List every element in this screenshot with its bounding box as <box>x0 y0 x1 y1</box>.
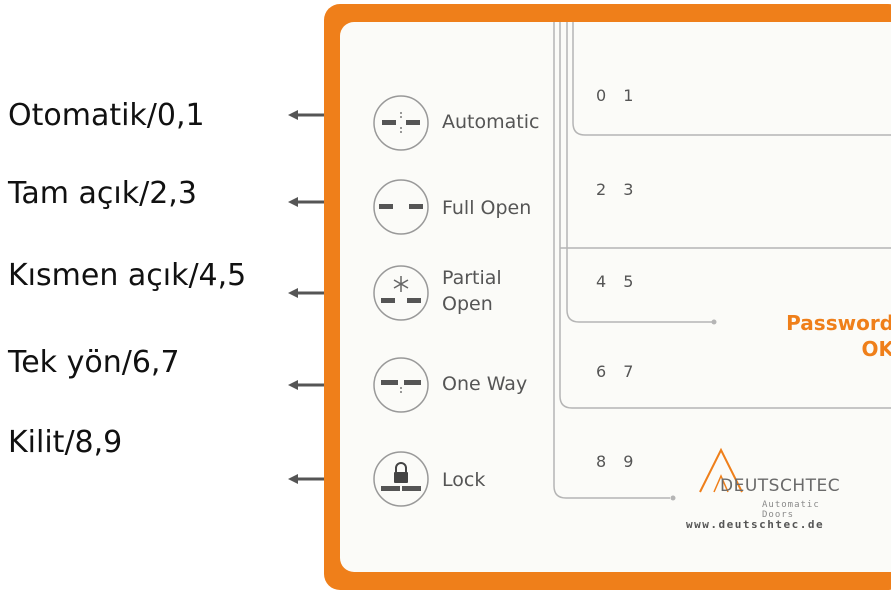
ok-text: OK <box>861 337 891 361</box>
digits-6-7: 6 7 <box>596 362 640 381</box>
panel-face: Automatic Full Open Partial <box>340 22 891 572</box>
password-ok-label: Password OK <box>786 310 891 362</box>
one-way-mode-icon <box>373 357 429 413</box>
partial-open-mode-icon <box>373 265 429 321</box>
brand-name: DEUTSCHTEC <box>720 476 841 496</box>
lock-mode-icon <box>373 451 429 507</box>
mode-label-automatic: Automatic <box>442 111 540 133</box>
deutschtec-triangle-logo-icon <box>699 447 743 493</box>
legend-label-full-open: Tam açık/2,3 <box>8 176 197 211</box>
digits-8-9: 8 9 <box>596 452 640 471</box>
mode-selector-panel: Automatic Full Open Partial <box>324 4 891 590</box>
brand-logo: DEUTSCHTEC Automatic Doors www.deutschte… <box>686 446 856 542</box>
full-open-mode-icon <box>373 179 429 235</box>
mode-label-partial-line1: Partial <box>442 267 502 289</box>
automatic-mode-icon <box>373 95 429 151</box>
digits-2-3: 2 3 <box>596 180 640 199</box>
mode-label-one-way: One Way <box>442 373 528 395</box>
mode-label-lock: Lock <box>442 469 486 491</box>
legend-label-lock: Kilit/8,9 <box>8 425 123 460</box>
digits-0-1: 0 1 <box>596 86 640 105</box>
brand-url: www.deutschtec.de <box>686 518 825 531</box>
legend-label-partial-open: Kısmen açık/4,5 <box>8 258 247 293</box>
mode-label-partial-line2: Open <box>442 293 493 315</box>
mode-label-full-open: Full Open <box>442 197 532 219</box>
panel-guide-lines <box>553 22 891 501</box>
legend-label-one-way: Tek yön/6,7 <box>8 345 180 380</box>
brand-tagline: Automatic Doors <box>762 500 820 520</box>
password-text: Password <box>786 311 891 335</box>
digits-4-5: 4 5 <box>596 272 640 291</box>
legend-label-automatic: Otomatik/0,1 <box>8 98 205 133</box>
